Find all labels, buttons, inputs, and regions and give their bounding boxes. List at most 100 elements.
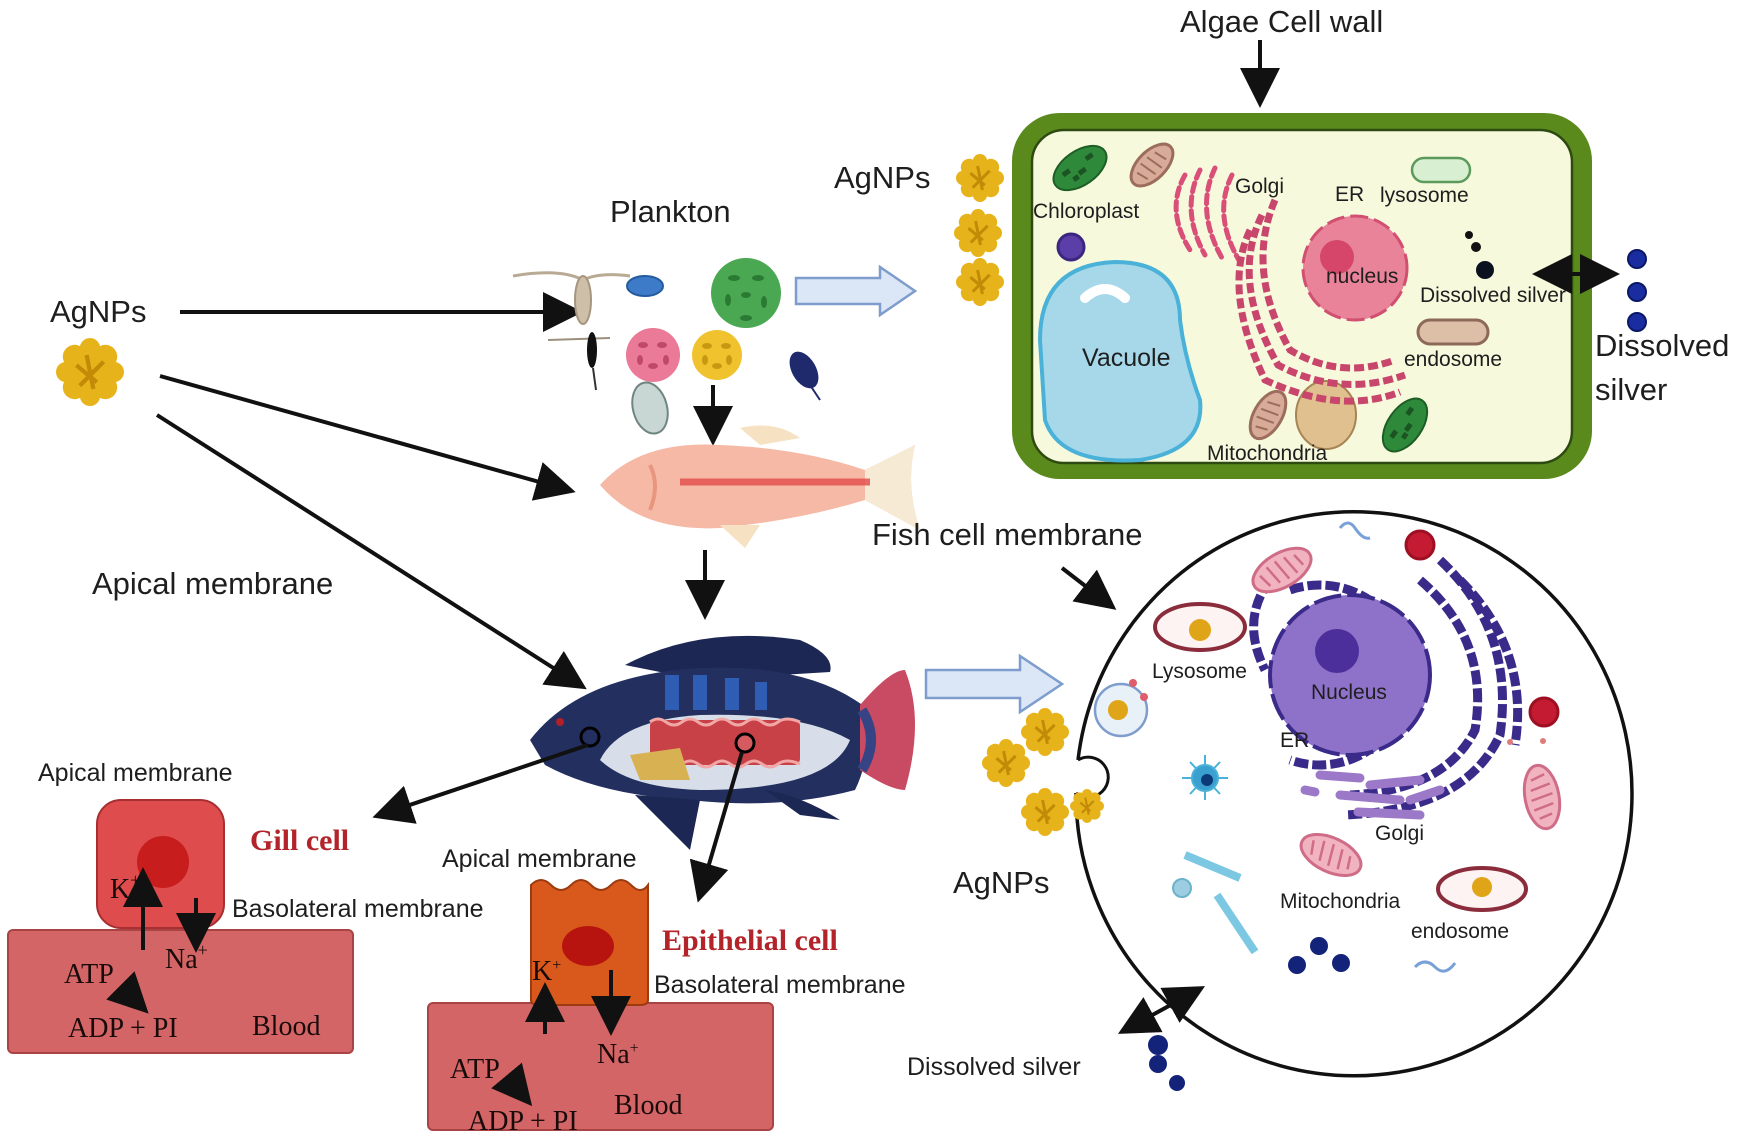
gill-atp: ATP [64,959,114,990]
agnp-outside-icon [1019,786,1071,838]
fish-lysosome-label: Lysosome [1152,660,1247,683]
green-alga-icon [711,258,781,328]
gill-apical-membrane-label: Apical membrane [38,759,233,787]
agnps-algae-label: AgNPs [834,160,930,195]
blue-alga-icon [626,275,664,297]
fish-mitochondria-label: Mitochondria [1280,890,1401,913]
gill-marker [579,726,601,748]
dissolved-silver-dot [1627,249,1647,269]
dark-plankton-icon [789,351,821,401]
er-icon [1235,198,1407,405]
algae-dissolved-silver-label: Dissolved silver [1420,284,1566,307]
algae-cell-wall-label: Algae Cell wall [1180,4,1383,39]
golgi-icon [1173,165,1243,265]
fish-cell-membrane-label: Fish cell membrane [872,517,1142,552]
gill-basolateral-label: Basolateral membrane [232,895,484,923]
dissolved-silver-right-line1: Dissolved [1595,328,1729,363]
fish-agnps-label: AgNPs [953,865,1049,900]
algae-golgi-label: Golgi [1235,175,1284,198]
fish-silver-dot [1288,956,1306,974]
algae-chloroplast-label: Chloroplast [1033,200,1139,223]
fish-golgi-label: Golgi [1375,822,1424,845]
arrow-to-fish-membrane [1060,566,1117,610]
fish-nucleus-icon [1268,593,1432,757]
algae-lysosome-label: lysosome [1380,184,1469,207]
fish-cell: Lysosome Nucleus ER Golgi Mitochondria e… [980,510,1634,1078]
gill-na-ion: Na+ [165,940,208,975]
tilapia-fish-icon [530,635,915,850]
dissolved-silver-dot [1627,312,1647,332]
epithelial-cell-title: Epithelial cell [662,924,838,957]
lysosome-icon [1410,156,1472,184]
arrow-agnps-to-tilapia [155,413,587,690]
microtubule-icon [1172,851,1259,955]
hollow-arrow-to-algae [794,264,918,318]
epithelial-blood-label: Blood [614,1090,682,1121]
gill-cell-panel: Apical membrane Gill cell Basolateral me… [7,759,484,1054]
centrosome-icon [1182,755,1228,800]
epithelial-k-ion: K+ [532,956,561,987]
epithelial-atp: ATP [450,1054,500,1085]
hollow-arrow-to-fish-cell [924,653,1065,715]
dissolved-silver-right-line2: silver [1595,372,1667,407]
agnp-algae-1-icon [954,152,1006,204]
fish-er-label: ER [1280,729,1309,752]
agnp-algae-2-icon [952,207,1004,259]
vacuole-icon [1037,259,1203,463]
mitochondria-large-icon [1295,380,1357,450]
rna-strand-icon [1338,521,1371,540]
gill-cell-title: Gill cell [250,824,349,857]
fish-dissolved-silver-label: Dissolved silver [907,1053,1081,1081]
plankton-group [512,258,821,435]
endosome-icon [1416,318,1490,346]
arrow-tilapia-to-gill-cell [372,743,589,824]
dissolved-silver-dot [1169,1075,1185,1091]
apical-membrane-main-label: Apical membrane [92,566,333,601]
gut-marker [734,732,756,754]
red-vesicle-icon [1404,529,1436,561]
algae-vacuole-label: Vacuole [1082,344,1171,372]
epithelial-na-ion: Na+ [597,1039,639,1070]
fish-golgi-icon [1300,770,1445,820]
gill-atp-arrow [106,971,149,1014]
agnp-algae-3-icon [954,256,1006,308]
algae-er-label: ER [1335,183,1364,206]
dissolved-silver-dot [1148,1035,1168,1055]
epithelial-atp-arrow [491,1062,533,1107]
plankton-label: Plankton [610,194,731,229]
gill-blood-label: Blood [252,1011,320,1042]
epithelial-apical-membrane-label: Apical membrane [442,845,637,873]
epithelial-cell-panel: Apical membrane Epithelial cell Basolate… [427,845,906,1135]
fish-silver-dot [1332,954,1350,972]
epithelial-adp: ADP + PI [468,1106,578,1135]
epithelial-cell-nucleus [562,926,614,966]
red-vesicle-icon [1528,696,1560,728]
algae-nucleus-label: nucleus [1326,265,1398,288]
fish-nucleus-label: Nucleus [1311,681,1387,704]
arrow-agnps-to-small-fish [159,374,576,501]
epithelial-basolateral-label: Basolateral membrane [654,971,906,999]
small-vesicle-icon [1056,232,1086,262]
agnp-outside-icon [1019,706,1071,758]
copepod-icon [512,271,631,391]
fish-silver-exchange-arrow [1117,986,1206,1034]
algae-dissolved-silver-dots [1476,261,1494,279]
agnp-particle-icon [56,338,124,406]
dissolved-silver-dot [1627,282,1647,302]
arrow-tilapia-to-epithelial-cell [689,751,744,903]
algae-cell: Chloroplast Golgi ER lysosome nucleus Di… [1012,113,1592,479]
algae-mitochondria-label: Mitochondria [1207,442,1328,465]
dissolved-silver-dot [1149,1055,1167,1073]
pink-alga-icon [626,328,680,382]
rna-strand-icon [1413,960,1457,973]
yellow-alga-icon [692,330,742,380]
algae-endosome-label: endosome [1404,348,1502,371]
agnp-outside-icon [980,737,1032,789]
fish-endosome-label: endosome [1411,920,1509,943]
fish-silver-dot [1310,937,1328,955]
small-fish-icon [600,425,920,548]
gill-adp: ADP + PI [68,1013,178,1044]
daphnia-icon [631,381,669,435]
